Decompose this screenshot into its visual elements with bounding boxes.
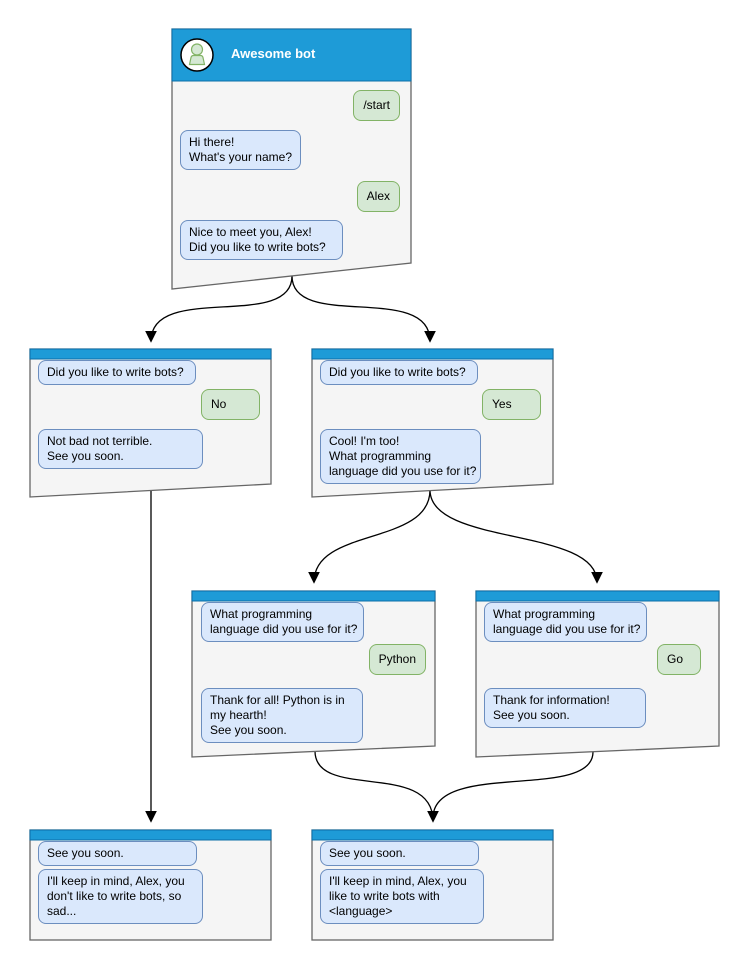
bot-message-bubble: What programming language did you use fo… bbox=[484, 602, 647, 642]
chat-window-end-yes-header bbox=[311, 829, 554, 841]
bot-message-bubble: See you soon. bbox=[320, 841, 479, 866]
user-message-bubble: /start bbox=[353, 90, 400, 121]
bot-message-bubble: Not bad not terrible. See you soon. bbox=[38, 429, 203, 469]
bot-message-bubble: What programming language did you use fo… bbox=[201, 602, 364, 642]
user-message-bubble: Yes bbox=[482, 389, 541, 420]
bot-message-bubble: Did you like to write bots? bbox=[38, 360, 196, 385]
user-message-bubble: No bbox=[201, 389, 260, 420]
user-message-bubble: Python bbox=[368, 644, 426, 675]
user-message-bubble: Alex bbox=[356, 181, 400, 212]
chat-window-branch-yes-header bbox=[311, 348, 554, 360]
window-title: Awesome bot bbox=[231, 46, 316, 61]
chat-window-branch-python-header bbox=[191, 590, 436, 602]
bot-message-bubble: Cool! I'm too! What programming language… bbox=[320, 429, 481, 484]
edge-yes-to-go bbox=[429, 489, 603, 584]
bot-message-bubble: Hi there! What's your name? bbox=[180, 130, 301, 170]
bot-message-bubble: Thank for all! Python is in my hearth! S… bbox=[201, 688, 363, 743]
bot-message-bubble: I'll keep in mind, Alex, you like to wri… bbox=[320, 869, 484, 924]
chat-window-branch-go-header bbox=[475, 590, 720, 602]
edge-yes-to-python bbox=[308, 489, 431, 584]
edge-go-to-end bbox=[432, 751, 594, 819]
person-icon bbox=[188, 43, 206, 66]
user-message-bubble: Go bbox=[657, 644, 701, 675]
bot-message-bubble: See you soon. bbox=[38, 841, 197, 866]
bot-message-bubble: I'll keep in mind, Alex, you don't like … bbox=[38, 869, 203, 924]
bot-message-bubble: Nice to meet you, Alex! Did you like to … bbox=[180, 220, 343, 260]
chat-window-end-no-header bbox=[29, 829, 272, 841]
bot-message-bubble: Thank for information! See you soon. bbox=[484, 688, 646, 728]
edge-python-to-end bbox=[314, 750, 439, 823]
edge-root-to-no bbox=[145, 275, 293, 343]
bot-message-bubble: Did you like to write bots? bbox=[320, 360, 478, 385]
chat-window-branch-no-header bbox=[29, 348, 272, 360]
edge-root-to-yes bbox=[291, 275, 436, 343]
